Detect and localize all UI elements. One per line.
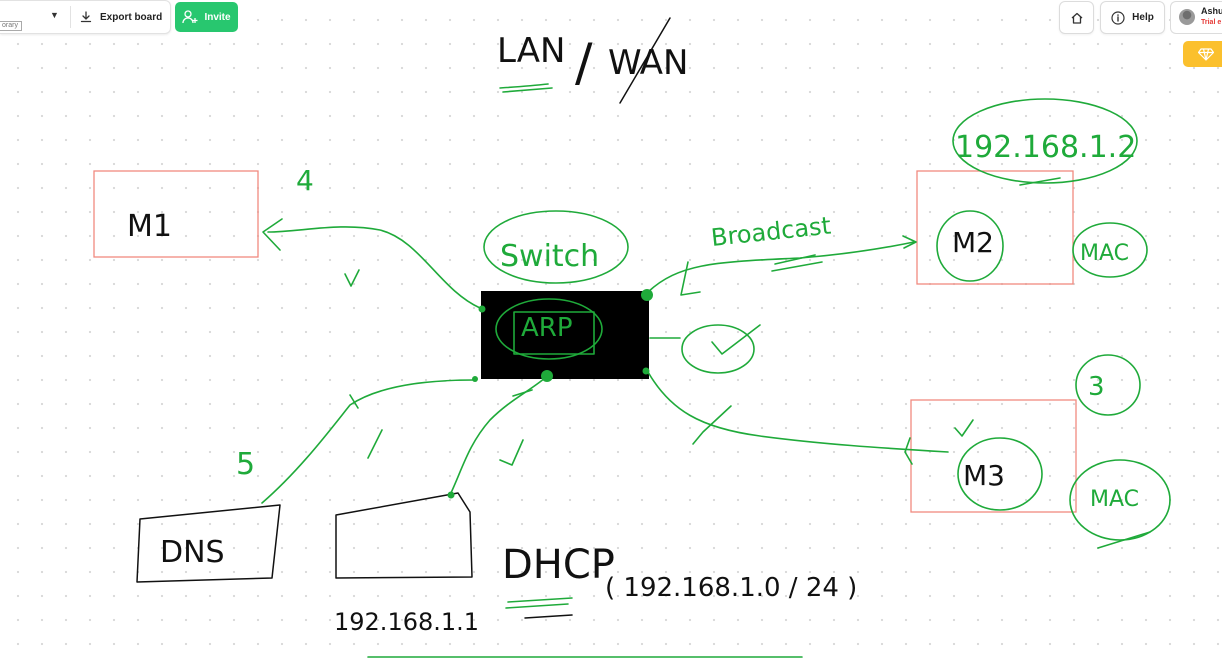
router-port — [447, 491, 455, 499]
broadcast-underline — [771, 254, 823, 272]
toolbar-divider — [70, 6, 71, 28]
m2-ip-circle — [952, 98, 1138, 184]
upgrade-button[interactable] — [1183, 41, 1222, 67]
home-icon — [1071, 12, 1082, 24]
m1-label: M1 — [127, 209, 172, 244]
mac-bottom-label: MAC — [1090, 487, 1139, 512]
step-3-circle — [1075, 354, 1141, 416]
mac-bottom-circle — [1069, 459, 1171, 541]
step-5-label: 5 — [236, 447, 255, 482]
link-switch-m2 — [647, 241, 915, 293]
m3-label: M3 — [963, 459, 1005, 492]
title-separator-text: / — [575, 33, 593, 93]
m2-frame[interactable] — [916, 170, 1074, 285]
avatar — [1179, 9, 1195, 25]
mac-top-label: MAC — [1080, 241, 1129, 266]
download-icon — [80, 11, 92, 23]
home-button[interactable] — [1059, 1, 1094, 34]
invite-button[interactable]: Invite — [175, 2, 238, 32]
lan-underline — [499, 83, 553, 93]
user-name: Ashu — [1201, 6, 1222, 16]
m2-circle — [936, 210, 1004, 282]
m3-frame[interactable] — [910, 399, 1077, 513]
mac-bottom-tail — [1097, 531, 1151, 549]
export-board-button[interactable]: Export board — [80, 1, 162, 33]
check-m3 — [954, 419, 974, 437]
m1-frame[interactable] — [93, 170, 259, 258]
switch-port-left — [478, 305, 486, 313]
router-ip-label: 192.168.1.1 — [334, 608, 479, 636]
m3-circle — [957, 437, 1043, 511]
switch-circle — [483, 210, 629, 284]
m2-label: M2 — [952, 226, 994, 259]
check-m3-link — [692, 405, 732, 445]
diamond-icon — [1197, 47, 1214, 61]
router-frame[interactable] — [335, 492, 473, 579]
arrow-head-m1 — [262, 218, 283, 251]
switch-port-bottom-left — [472, 376, 478, 382]
dhcp-underline-green — [505, 597, 573, 609]
top-toolbar: orary ▼ Export board — [0, 0, 171, 34]
add-user-icon — [182, 10, 198, 24]
link-switch-m3 — [647, 371, 949, 453]
invite-label: Invite — [204, 11, 231, 23]
arrow-head-m2 — [902, 235, 917, 249]
library-tag: orary — [0, 21, 22, 31]
trial-status: Trial e — [1201, 19, 1222, 26]
check-m1-link — [344, 269, 360, 287]
help-label: Help — [1132, 12, 1154, 23]
title-lan-text: LAN — [497, 31, 565, 71]
arrow-head-m3 — [904, 437, 913, 465]
switch-label: Switch — [500, 239, 599, 274]
step-4-label: 4 — [296, 164, 314, 197]
info-icon — [1111, 10, 1125, 25]
reply-check — [711, 324, 761, 355]
reply-circle — [681, 324, 755, 374]
arp-frame — [513, 311, 595, 355]
link-router-switch — [449, 377, 546, 496]
user-menu[interactable]: Ashu Trial e — [1170, 1, 1222, 34]
link-dns-switch — [261, 379, 475, 504]
broadcast-label: Broadcast — [710, 212, 833, 252]
link-switch-m1 — [267, 226, 481, 309]
help-button[interactable]: Help — [1100, 1, 1165, 34]
title-wan-text: WAN — [608, 43, 688, 83]
router-link-marks — [499, 389, 533, 466]
dhcp-label: DHCP — [502, 542, 615, 588]
board-menu-caret-icon[interactable]: ▼ — [50, 10, 59, 20]
arp-circle — [495, 298, 603, 360]
m2-ip-label: 192.168.1.2 — [955, 130, 1136, 165]
switch-box[interactable] — [481, 291, 649, 379]
step-3-label: 3 — [1088, 372, 1105, 402]
mac-top-circle — [1072, 222, 1148, 278]
wan-strike-line — [619, 17, 671, 104]
dns-link-marks — [349, 394, 383, 459]
dns-label: DNS — [160, 535, 225, 570]
m2-ip-pointer — [1019, 177, 1061, 186]
dhcp-range-label: ( 192.168.1.0 / 24 ) — [605, 573, 857, 603]
dns-frame[interactable] — [136, 504, 281, 583]
broadcast-mark — [680, 261, 701, 296]
arp-label: ARP — [521, 313, 573, 343]
export-board-label: Export board — [100, 11, 163, 23]
dhcp-underline-black — [524, 614, 573, 619]
switch-port-top-right — [641, 289, 653, 301]
